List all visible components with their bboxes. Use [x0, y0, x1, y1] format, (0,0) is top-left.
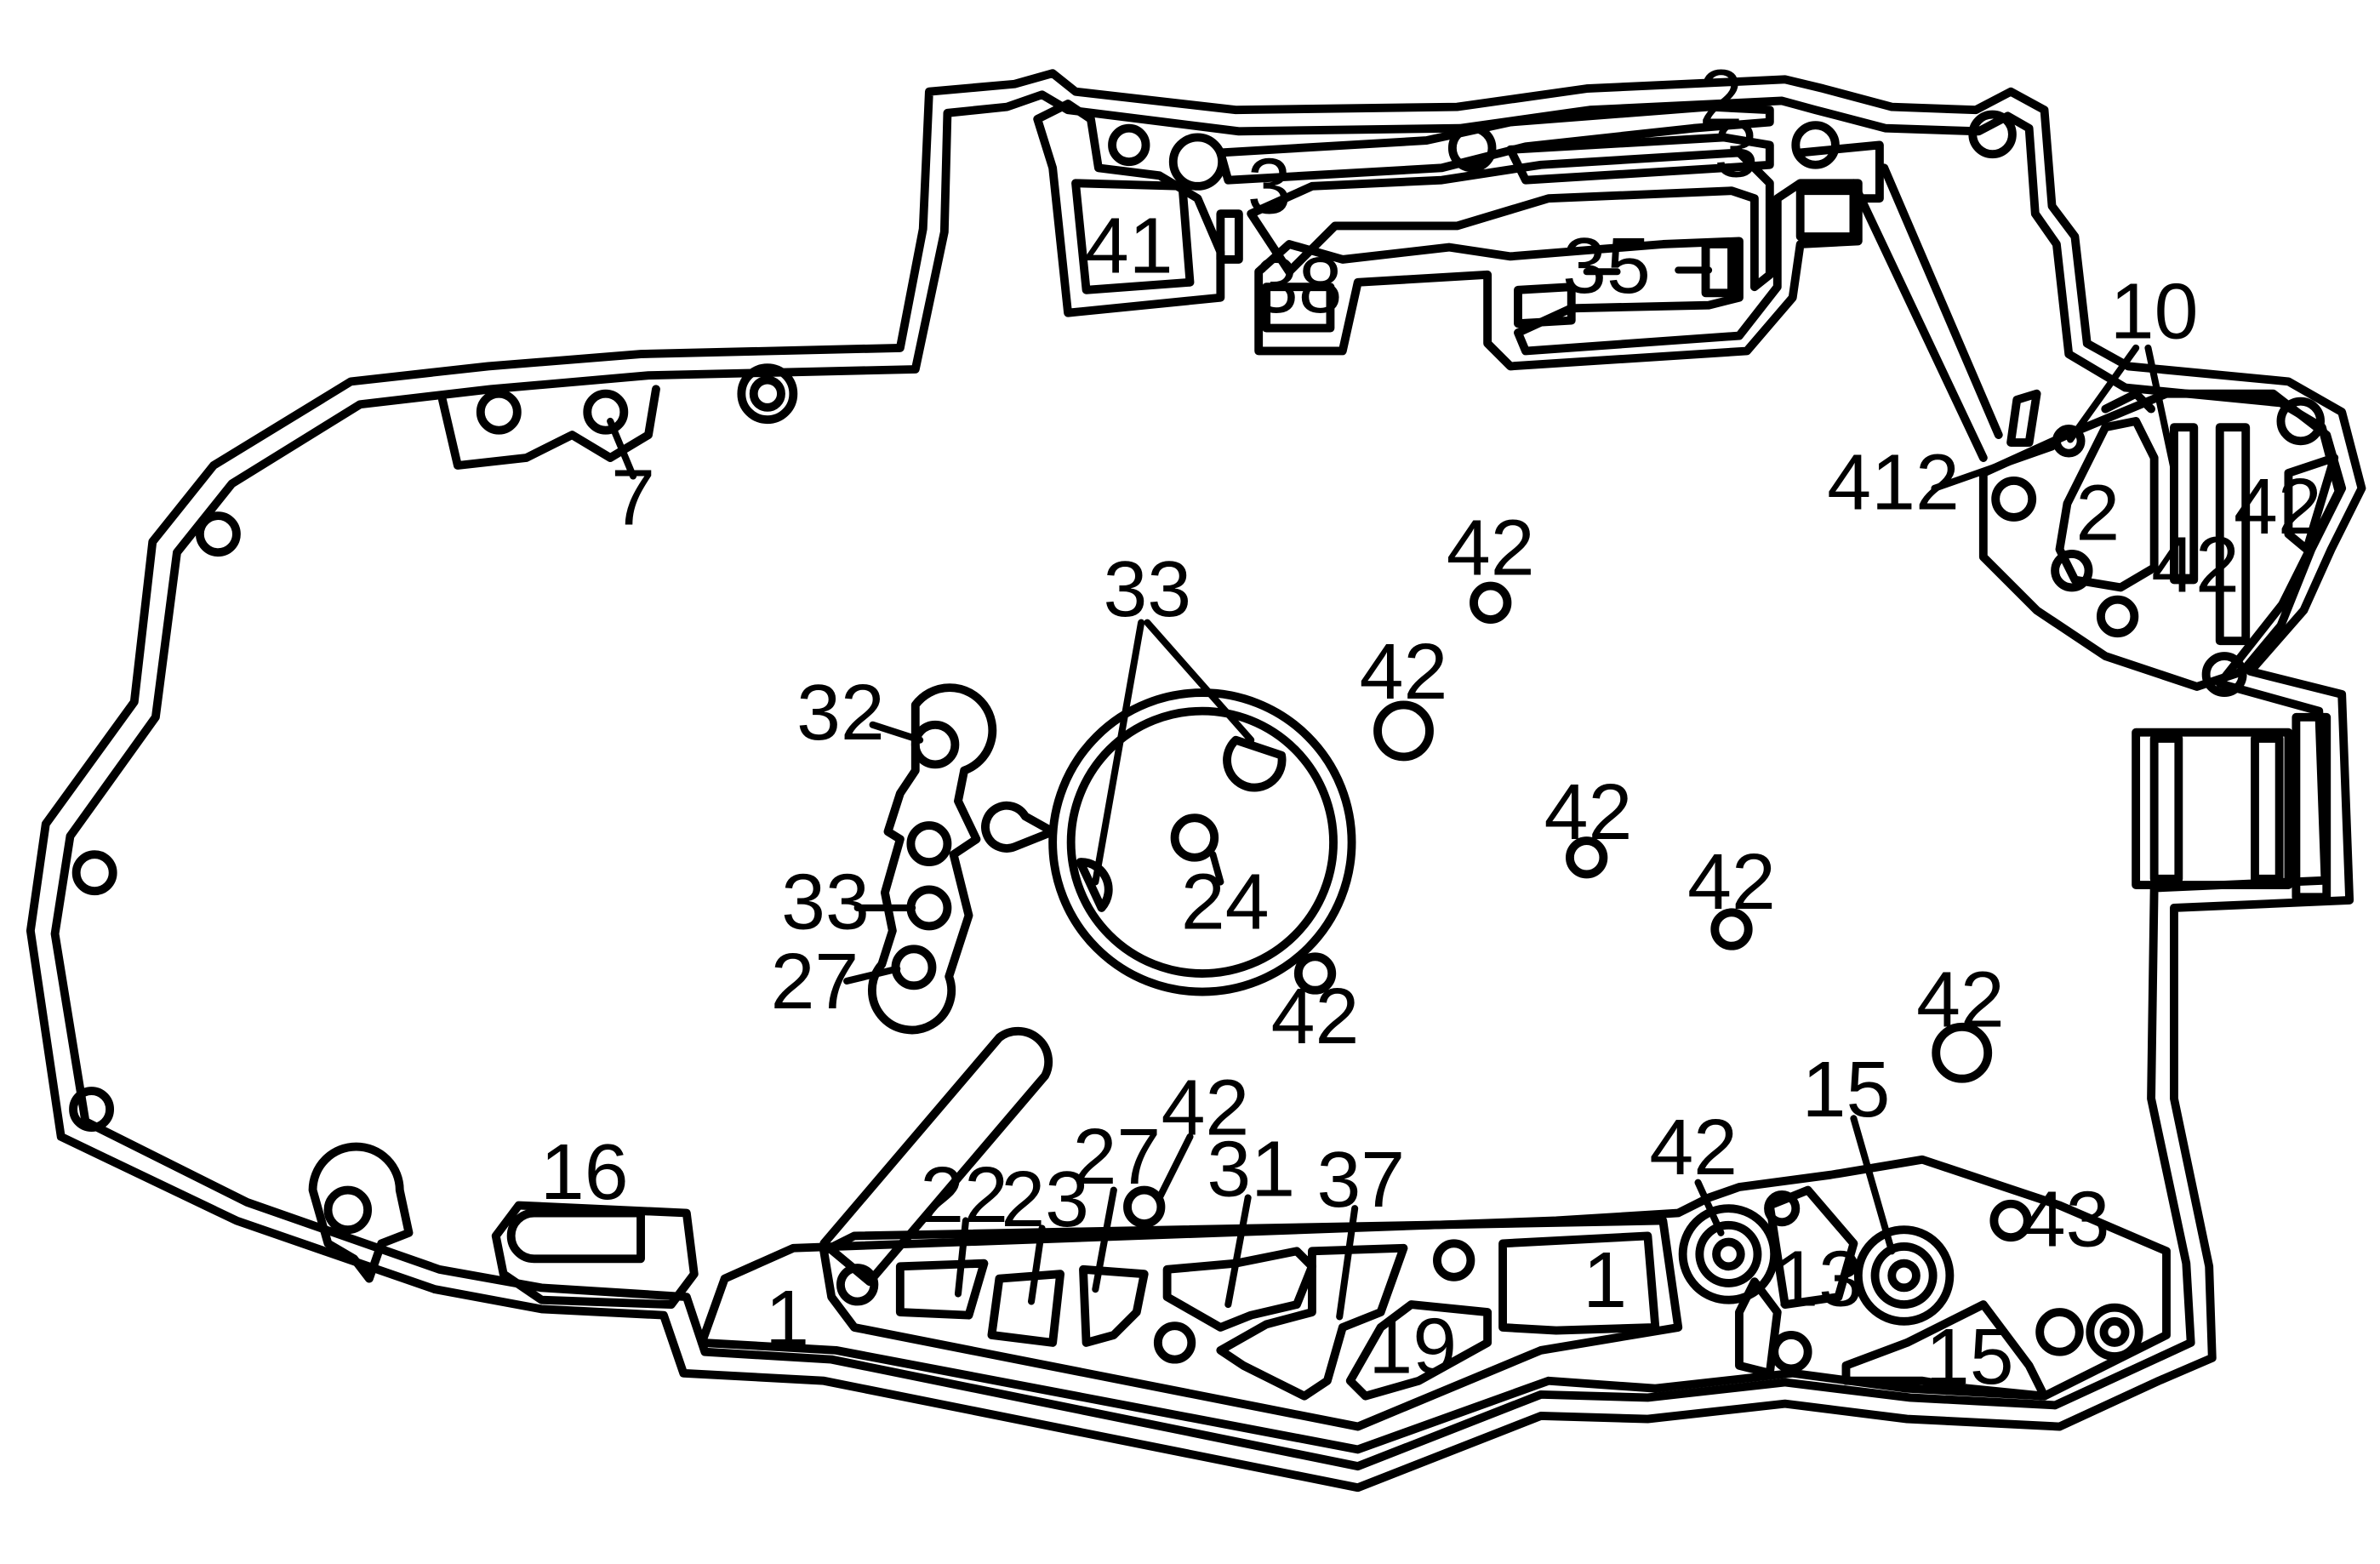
label-42-lower-left: 42: [1161, 1064, 1250, 1152]
label-1-right: 1: [1583, 1236, 1627, 1324]
label-23: 23: [1001, 1155, 1089, 1243]
scattered-holes: [1123, 581, 2032, 1242]
label-42-below-circle: 42: [1271, 972, 1360, 1060]
label-24: 24: [1181, 858, 1270, 946]
label-42-right-a: 42: [2234, 462, 2322, 551]
diagonal-slot: [819, 1026, 1053, 1287]
label-3-top-right: 3: [1714, 106, 1758, 194]
label-15-top: 15: [1802, 1045, 1891, 1133]
label-38: 38: [1254, 241, 1343, 329]
servo-bore: [981, 688, 1356, 996]
label-35: 35: [1562, 221, 1651, 310]
label-27-left: 27: [771, 937, 859, 1025]
label-42-right-b: 42: [2151, 520, 2240, 608]
label-32: 32: [796, 668, 885, 756]
label-2-top: 2: [1699, 54, 1744, 142]
label-412: 412: [1827, 437, 1960, 526]
label-33-mid: 33: [781, 858, 870, 946]
right-side-port: [2132, 712, 2331, 902]
callout-labels: 2 3 3 41 38 35 10 412 2 42 42 7 33 42 42…: [540, 54, 2322, 1401]
lower-left-port: [308, 1142, 699, 1310]
label-16: 16: [540, 1127, 629, 1216]
label-1-left: 1: [765, 1274, 809, 1362]
label-33-top: 33: [1103, 545, 1191, 633]
label-27-bottom: 27: [1073, 1112, 1161, 1201]
label-42-bottom: 42: [1649, 1103, 1738, 1191]
left-upper-holes: [69, 110, 2326, 1133]
label-42-lower-right: 42: [1916, 955, 2005, 1043]
label-7: 7: [611, 453, 655, 541]
gasket-outline: [26, 69, 2366, 1493]
label-43: 43: [2022, 1174, 2110, 1263]
left-hole-chain: [867, 683, 997, 1035]
right-upper-cluster: [1849, 163, 2347, 691]
label-42-mid-left: 42: [1360, 627, 1448, 716]
label-15-bottom: 15: [1926, 1312, 2014, 1401]
label-41: 41: [1085, 202, 1173, 290]
label-3-top-left: 3: [1247, 142, 1292, 231]
label-13: 13: [1774, 1234, 1863, 1322]
bottom-channel-cluster: [697, 1155, 2171, 1454]
label-2-right: 2: [2075, 468, 2120, 557]
label-42-mid-right: 42: [1687, 837, 1776, 926]
label-19: 19: [1368, 1301, 1457, 1390]
label-42-upper: 42: [1447, 504, 1535, 592]
leader-lines: [607, 266, 2177, 1321]
label-42-mid: 42: [1544, 768, 1633, 856]
label-37: 37: [1316, 1135, 1405, 1224]
label-31: 31: [1207, 1124, 1295, 1213]
label-10: 10: [2110, 267, 2199, 356]
label-22: 22: [920, 1150, 1008, 1239]
